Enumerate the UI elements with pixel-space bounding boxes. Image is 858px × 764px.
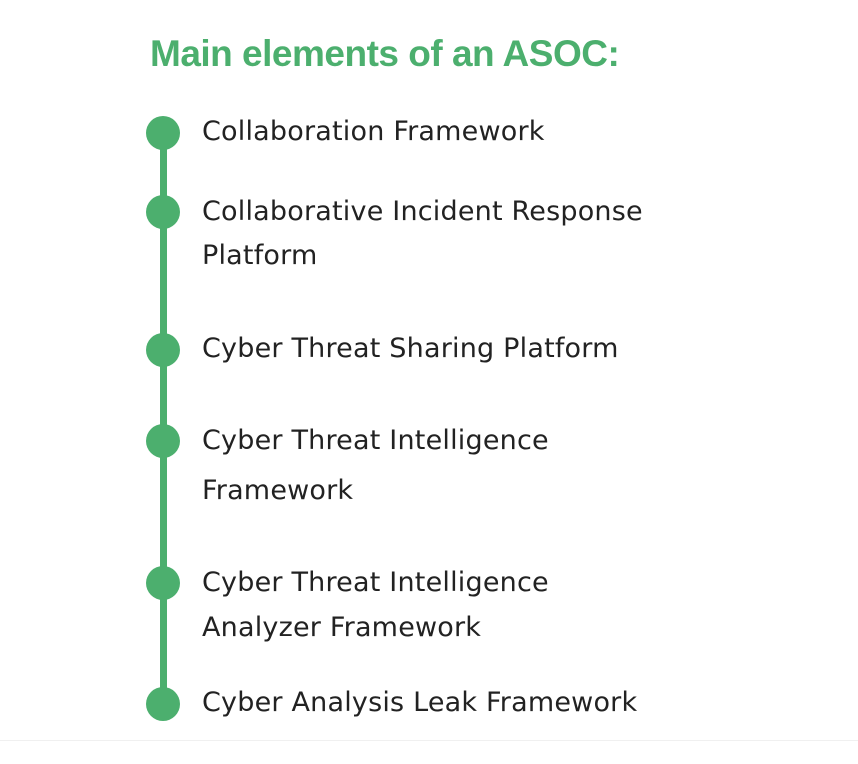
timeline-item-5-label: Cyber Threat Intelligence Analyzer Frame…: [202, 567, 549, 643]
timeline-node-4: [146, 424, 180, 458]
timeline-node-1: [146, 116, 180, 150]
timeline-item-1-label: Collaboration Framework: [202, 116, 545, 147]
diagram-title: Main elements of an ASOC:: [150, 33, 620, 74]
bottom-divider: [0, 740, 858, 741]
timeline-node-5: [146, 566, 180, 600]
timeline-node-6: [146, 687, 180, 721]
timeline-item-4-label: Cyber Threat Intelligence Framework: [202, 425, 549, 506]
timeline-item-2-label: Collaborative Incident Response Platform: [202, 196, 643, 271]
timeline-item-3-label: Cyber Threat Sharing Platform: [202, 333, 619, 364]
timeline-node-3: [146, 333, 180, 367]
timeline-item-6-label: Cyber Analysis Leak Framework: [202, 687, 638, 718]
timeline-node-2: [146, 195, 180, 229]
timeline-line: [160, 132, 167, 704]
